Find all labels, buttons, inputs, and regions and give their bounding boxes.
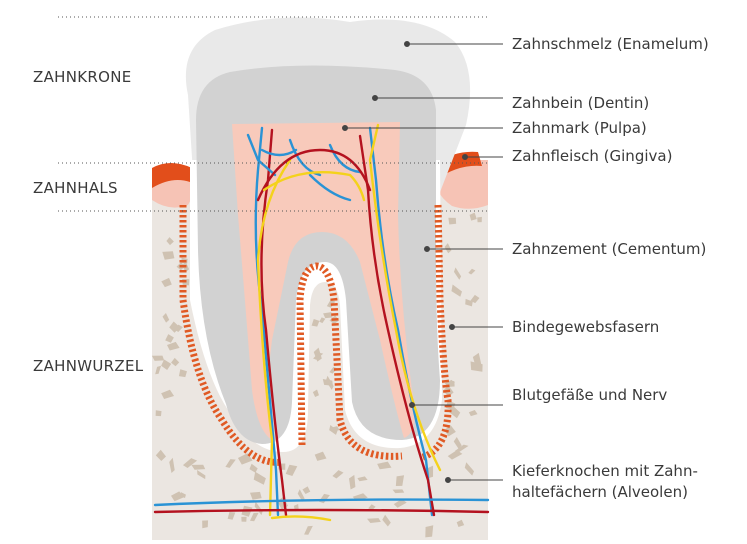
region-label-neck: ZAHNHALS — [33, 179, 118, 197]
label-gingiva: Zahnfleisch (Gingiva) — [512, 147, 672, 165]
label-pulp: Zahnmark (Pulpa) — [512, 119, 647, 137]
label-cementum: Zahnzement (Cementum) — [512, 240, 706, 258]
label-dentin: Zahnbein (Dentin) — [512, 94, 649, 112]
leader-dot-gingiva — [463, 155, 468, 160]
leader-dot-fibers — [450, 325, 455, 330]
label-jaw-bone-line1: Kieferknochen mit Zahn- — [512, 461, 698, 482]
leader-dot-vessels — [410, 403, 415, 408]
leader-dot-dentin — [373, 96, 378, 101]
label-vessels: Blutgefäße und Nerv — [512, 386, 667, 404]
label-jaw-bone-line2: haltefächern (Alveolen) — [512, 482, 698, 503]
leader-dot-bone — [446, 478, 451, 483]
label-fibers: Bindegewebsfasern — [512, 318, 659, 336]
leader-dot-cementum — [425, 247, 430, 252]
leader-dot-enamel — [405, 42, 410, 47]
leader-dot-pulp — [343, 126, 348, 131]
label-enamel: Zahnschmelz (Enamelum) — [512, 35, 709, 53]
region-label-crown: ZAHNKRONE — [33, 68, 132, 86]
label-jaw-bone: Kieferknochen mit Zahn- haltefächern (Al… — [512, 461, 698, 503]
region-label-root: ZAHNWURZEL — [33, 357, 143, 375]
